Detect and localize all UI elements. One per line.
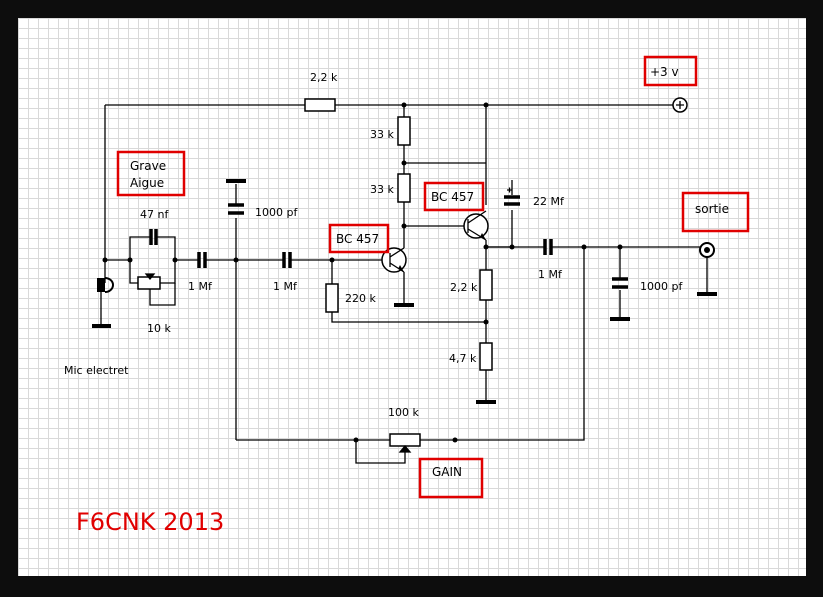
label-1mf-a: 1 Mf [188,280,213,293]
transistor-q2 [463,210,489,241]
annotation-supply: +3 v [643,55,698,87]
label-33k-top: 33 k [370,128,394,141]
label-1mf-b: 1 Mf [273,280,298,293]
capacitor-47nf [145,229,160,245]
label-2k2-feed: 2,2 k [310,71,338,84]
capacitor-1000pf-input [228,203,244,215]
annotation-gain: GAIN [418,457,484,499]
annotation-q1: BC 457 [328,223,390,254]
label-4k7: 4,7 k [449,352,477,365]
resistor-4k7 [479,342,493,371]
capacitor-1mf-input-b [280,252,295,268]
supply-voltage-text: +3 v [650,65,679,79]
tone-aigue-text: Aigue [130,176,164,190]
resistor-2k2-emitter [479,269,493,301]
capacitor-22mf [504,187,520,206]
q1-type-text: BC 457 [336,232,379,246]
label-47nf: 47 nf [140,208,169,221]
schematic-sheet [18,18,806,576]
annotation-q2: BC 457 [423,181,485,212]
transistor-q1 [381,247,407,273]
gain-text: GAIN [432,465,462,479]
tone-grave-text: Grave [130,159,166,173]
label-33k-bottom: 33 k [370,183,394,196]
capacitor-1mf-input-a [195,252,210,268]
component-labels: 2,2 k 33 k 33 k 47 nf 10 k 1000 pf 1 Mf … [64,71,683,419]
ground-symbols [92,179,717,404]
author-signature: F6CNK 2013 [76,508,224,536]
resistor-220k [325,283,339,313]
capacitor-1000pf-output [612,277,628,289]
output-jack-icon [699,242,715,258]
label-mic-electret: Mic electret [64,364,129,377]
junction-dots [102,102,623,443]
label-2k2-emitter: 2,2 k [450,281,478,294]
label-100k: 100 k [388,406,419,419]
label-220k: 220 k [345,292,376,305]
output-text: sortie [695,202,729,216]
potentiometer-10k [137,273,161,290]
annotation-output: sortie [681,191,750,233]
label-1000pf-output: 1000 pf [640,280,683,293]
label-22mf: 22 Mf [533,195,565,208]
resistor-33k-bottom [397,173,411,203]
q2-type-text: BC 457 [431,190,474,204]
annotation-tone: Grave Aigue [116,150,186,197]
capacitor-1mf-output [540,239,560,255]
label-10k: 10 k [147,322,171,335]
resistor-2k2-feed [304,98,336,112]
label-1mf-output: 1 Mf [538,268,563,281]
potentiometer-100k [389,433,421,453]
microphone-symbol [97,277,114,325]
supply-terminal-icon [672,97,688,113]
resistor-33k-top [397,116,411,146]
label-1000pf-input: 1000 pf [255,206,298,219]
